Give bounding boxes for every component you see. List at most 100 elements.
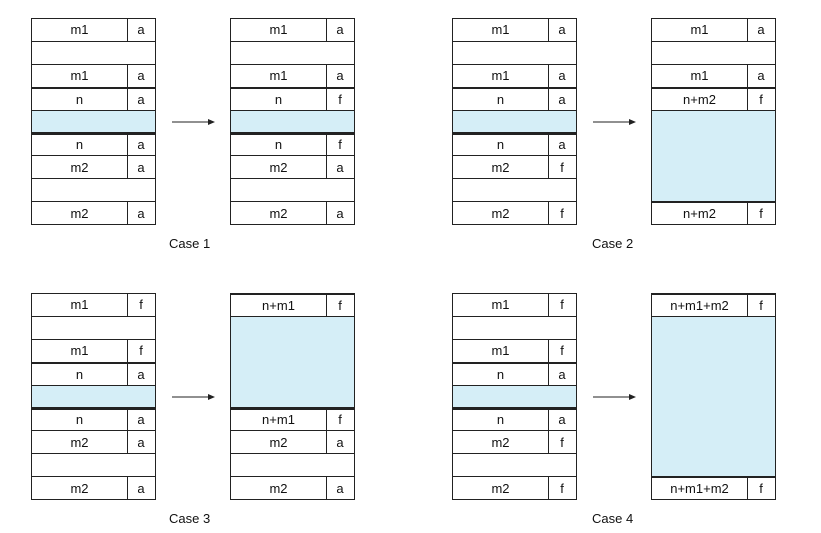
transition-arrow-icon [593, 394, 636, 400]
field-divider [127, 477, 128, 500]
memory-block: m1 a [31, 18, 156, 42]
empty-block [452, 315, 577, 340]
field-divider [548, 294, 549, 316]
block-size-label: m1 [491, 343, 510, 359]
alloc-flag-label: a [757, 68, 765, 84]
empty-block [31, 178, 156, 203]
block-size-label: m2 [491, 205, 510, 221]
memory-block: m1 a [230, 63, 355, 88]
block-size-label: m2 [491, 480, 510, 496]
field-divider [548, 88, 549, 110]
block-size-label: n [496, 137, 505, 153]
field-divider [747, 203, 748, 225]
alloc-flag-label: f [338, 137, 342, 153]
memory-block: n+m1+m2 f [651, 293, 776, 317]
empty-block [230, 40, 355, 65]
field-divider [127, 294, 128, 316]
case-caption: Case 2 [592, 236, 634, 251]
alloc-flag-label: f [338, 412, 342, 428]
block-size-label: n+m2 [683, 206, 716, 222]
block-size-label: n [496, 91, 505, 107]
field-divider [127, 19, 128, 41]
free-block [31, 109, 156, 134]
empty-block [230, 453, 355, 478]
block-size-label: m1 [269, 22, 288, 38]
block-size-label: m2 [269, 205, 288, 221]
field-divider [548, 409, 549, 431]
field-divider [326, 156, 327, 179]
alloc-flag-label: a [336, 68, 344, 84]
alloc-flag-label: f [139, 343, 143, 359]
block-size-label: m1 [269, 68, 288, 84]
field-divider [548, 477, 549, 500]
free-block [230, 109, 355, 134]
alloc-flag-label: f [560, 343, 564, 359]
field-divider [548, 202, 549, 225]
case-caption: Case 3 [169, 511, 211, 526]
free-block [651, 315, 776, 478]
alloc-flag-label: f [560, 205, 564, 221]
alloc-flag-label: a [336, 22, 344, 38]
block-size-label: m1 [70, 22, 89, 38]
field-divider [127, 88, 128, 110]
field-divider [548, 431, 549, 454]
block-size-label: n [496, 366, 505, 382]
alloc-flag-label: a [137, 137, 145, 153]
field-divider [548, 363, 549, 385]
alloc-flag-label: f [759, 481, 763, 497]
field-divider [548, 134, 549, 156]
memory-block: m1 a [651, 63, 776, 88]
block-size-label: m1 [491, 22, 510, 38]
block-size-label: n [75, 137, 84, 153]
free-block [452, 384, 577, 409]
alloc-flag-label: f [759, 297, 763, 313]
empty-block [31, 315, 156, 340]
field-divider [747, 88, 748, 110]
alloc-flag-label: a [137, 22, 145, 38]
empty-block [651, 40, 776, 65]
block-size-label: n+m1 [262, 297, 295, 313]
block-size-label: n [496, 412, 505, 428]
block-size-label: m2 [491, 159, 510, 175]
alloc-flag-label: a [137, 366, 145, 382]
alloc-flag-label: a [336, 159, 344, 175]
block-size-label: m1 [70, 297, 89, 313]
field-divider [548, 339, 549, 362]
alloc-flag-label: a [336, 434, 344, 450]
alloc-flag-label: a [336, 480, 344, 496]
alloc-flag-label: a [558, 366, 566, 382]
memory-block: m1 f [31, 293, 156, 317]
field-divider [127, 431, 128, 454]
block-size-label: n+m1+m2 [670, 297, 729, 313]
memory-block: m1 a [230, 18, 355, 42]
alloc-flag-label: f [759, 91, 763, 107]
alloc-flag-label: a [137, 412, 145, 428]
field-divider [127, 64, 128, 87]
alloc-flag-label: a [558, 91, 566, 107]
field-divider [127, 156, 128, 179]
free-block [31, 384, 156, 409]
alloc-flag-label: f [139, 297, 143, 313]
transition-arrow-icon [593, 119, 636, 125]
alloc-flag-label: f [338, 91, 342, 107]
field-divider [326, 431, 327, 454]
field-divider [548, 19, 549, 41]
block-size-label: n [75, 412, 84, 428]
alloc-flag-label: a [558, 412, 566, 428]
block-size-label: m1 [690, 68, 709, 84]
alloc-flag-label: a [137, 434, 145, 450]
alloc-flag-label: a [137, 480, 145, 496]
